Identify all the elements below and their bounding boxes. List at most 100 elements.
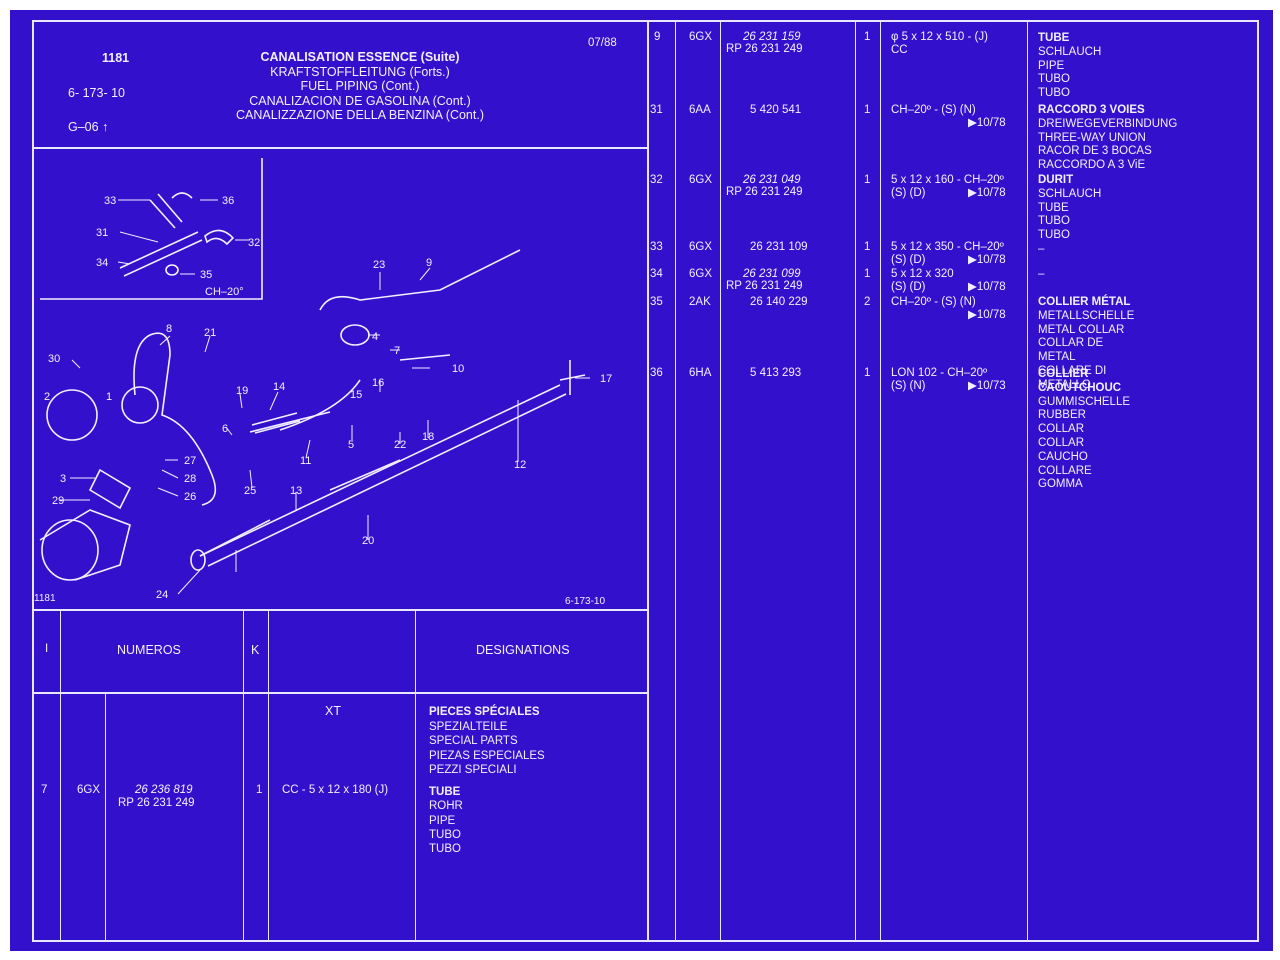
group-code: G–06 ↑ [68, 120, 109, 134]
supplier-code: 6AA [689, 104, 711, 116]
tee-17 [559, 360, 586, 395]
specification: CH–20º - (S) (N) [891, 296, 976, 308]
inset-tee-31 [119, 231, 203, 277]
designation-line: TUBE [429, 786, 461, 798]
diagram-footer-model: 1181 [34, 593, 56, 604]
col-line-r4 [880, 20, 881, 940]
diagram-bottom-line [32, 609, 648, 611]
page-title-line: FUEL PIPING (Cont.) [300, 79, 420, 93]
date-note: ▶10/78 [968, 117, 1006, 129]
model-number: 1181 [102, 51, 130, 65]
designation-line: DREIWEGEVERBINDUNG [1038, 117, 1178, 130]
date-note: ▶10/78 [968, 309, 1006, 321]
supplier-code: 2AK [689, 296, 711, 308]
designation-title: RACCORD 3 VOIES [1038, 104, 1145, 116]
col-header-designations: DESIGNATIONS [476, 643, 570, 657]
quantity: 2 [864, 296, 871, 308]
specification-note: CC [891, 44, 908, 56]
pump-flange [88, 468, 132, 510]
inset-hose-33 [149, 193, 183, 229]
quantity: 1 [864, 31, 871, 43]
page-title-line: CANALIZZAZIONE DELLA BENZINA (Cont.) [236, 108, 484, 122]
callout-12: 12 [514, 459, 526, 471]
designation-line: COLLAR DE METAL [1038, 337, 1104, 364]
designation-title: TUBE [1038, 32, 1070, 44]
frame-right [1257, 20, 1259, 942]
designation-line: THREE-WAY UNION [1038, 131, 1146, 144]
col-line-r1 [675, 20, 676, 940]
inset-border [40, 158, 263, 300]
catalog-date: 07/88 [588, 37, 617, 49]
quantity: 1 [864, 268, 871, 280]
collar-24 [190, 549, 206, 571]
designation-line: – [1038, 268, 1045, 280]
col-line-1 [60, 610, 61, 940]
designation-line: TUBO [1038, 215, 1070, 228]
section-name-line: PEZZI SPECIALI [429, 764, 517, 776]
callout-31: 31 [96, 227, 108, 239]
callout-13: 13 [290, 485, 302, 497]
supplier-code: 6GX [689, 31, 713, 43]
callout-1: 1 [106, 391, 112, 403]
item-number: 35 [650, 296, 663, 308]
old-part-number: 26 236 819 [135, 784, 193, 796]
designation-line: TUBO [1038, 87, 1070, 100]
callout-24: 24 [156, 589, 168, 601]
quantity: 1 [864, 367, 871, 379]
supplier-code: 6GX [689, 241, 713, 253]
item-number: 36 [650, 367, 663, 379]
filter-4 [340, 324, 370, 346]
item-number: 7 [41, 784, 48, 796]
date-note: ▶10/78 [968, 281, 1006, 293]
designation-line: RACOR DE 3 BOCAS [1038, 145, 1152, 158]
designation-line: SCHLAUCH [1038, 45, 1102, 58]
center-divider [647, 20, 649, 942]
diagram-footer-plate: 6-173-10 [565, 596, 606, 607]
callout-23: 23 [373, 259, 385, 271]
callout-8: 8 [166, 323, 172, 335]
callout-26: 26 [184, 491, 196, 503]
callout-32: 32 [248, 237, 260, 249]
callout-36: 36 [222, 195, 234, 207]
specification-note: (S) (D) [891, 187, 926, 199]
engine-block [39, 509, 131, 581]
col-line-3 [243, 610, 244, 940]
designation-line: TUBO [429, 828, 461, 841]
designation-line: SCHLAUCH [1038, 187, 1102, 200]
specification: CC - 5 x 12 x 180 (J) [282, 784, 389, 796]
quantity: 1 [864, 241, 871, 253]
designation-line: COLLAR CAUCHO [1038, 436, 1088, 463]
inset-collar-35 [165, 264, 179, 276]
designation-line: METALLSCHELLE [1038, 309, 1135, 322]
col-line-r2 [720, 20, 721, 940]
designation-line: COLLARE GOMMA [1038, 464, 1092, 491]
designation-line: TUBE [1038, 201, 1069, 214]
page-title-line: CANALIZACION DE GASOLINA (Cont.) [249, 93, 471, 108]
designation-line: GUMMISCHELLE [1038, 395, 1131, 408]
arrow-up-icon: ↑ [102, 120, 109, 134]
specification: φ 5 x 12 x 510 - (J) [891, 31, 988, 43]
col-line-4 [268, 610, 269, 940]
callout-35: 35 [200, 269, 212, 281]
hose-9 [319, 249, 521, 311]
inset-clip-36 [171, 192, 193, 199]
part-number: 5 413 293 [750, 367, 802, 379]
designation-line: ROHR [429, 800, 463, 813]
hose-10 [279, 354, 451, 431]
specification-note: (S) (D) [891, 281, 926, 293]
specification-note: (S) (N) [891, 380, 926, 392]
plate-reference: 6- 173- 10 [68, 86, 125, 100]
designation-line: COLLARE DI METALLO [1038, 364, 1107, 391]
callout-7: 7 [394, 345, 400, 357]
section-name-line: SPEZIALTEILE [429, 720, 508, 733]
engine-part [41, 519, 99, 581]
item-number: 33 [650, 241, 663, 253]
designation-line: PIPE [1038, 59, 1065, 72]
designation-group: – [1038, 268, 1044, 282]
callout-27: 27 [184, 455, 196, 467]
part-number: 5 420 541 [750, 104, 802, 116]
